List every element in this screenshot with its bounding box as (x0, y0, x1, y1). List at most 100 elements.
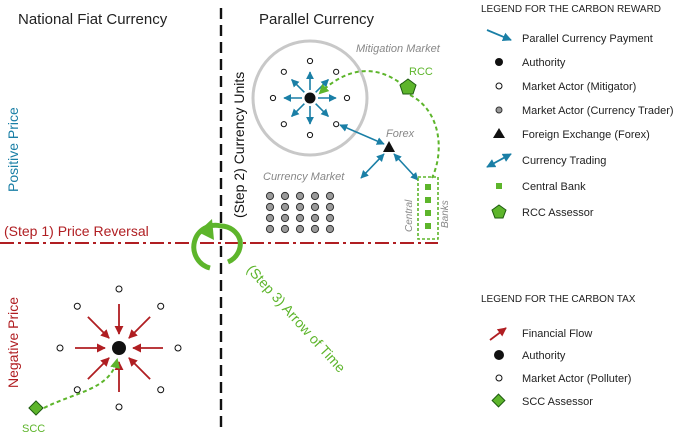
currency-market-grid (265, 191, 335, 234)
legend-reward-title: LEGEND FOR THE CARBON REWARD (481, 4, 661, 15)
legend-payment-icon (486, 29, 512, 42)
currency-trader-node (325, 191, 335, 201)
financial-flow-arrow (128, 316, 151, 339)
mitigator-node (306, 131, 314, 139)
currency-trader-node (295, 202, 305, 212)
mitigation-market-circle (251, 39, 369, 157)
currency-trader-node (280, 213, 290, 223)
mitigation-spokes (283, 71, 337, 125)
legend-mitigator-icon (495, 82, 503, 90)
currency-trader-node (310, 213, 320, 223)
central-bank-node (425, 210, 431, 216)
tax-financial-flows (75, 304, 163, 392)
mitigation-market-label: Mitigation Market (356, 43, 441, 55)
currency-trader-node (280, 191, 290, 201)
step3-rotation-arrow (191, 222, 243, 271)
legend-scc-assessor-icon (491, 393, 506, 408)
legend-tax-item-3: Market Actor (Polluter) (522, 373, 631, 385)
financial-flow-arrow (87, 316, 110, 339)
parallel-currency-heading: Parallel Currency (259, 11, 375, 28)
legend-authority-icon (495, 58, 503, 66)
legend-forex-icon (493, 128, 505, 138)
central-bank-box (417, 176, 439, 240)
currency-trader-node (325, 202, 335, 212)
payment-arrow (291, 79, 305, 93)
negative-price-label: Negative Price (5, 297, 21, 388)
scc-to-authority-link (43, 358, 121, 409)
currency-trader-node (265, 202, 275, 212)
central-label: Central (404, 199, 415, 232)
legend-tax-item-1: Financial Flow (522, 328, 592, 340)
polluter-node (157, 302, 165, 310)
legend-financial-flow-icon (489, 327, 507, 341)
financial-flow-arrow (128, 357, 151, 380)
tax-authority (112, 341, 126, 355)
legend-currency-trading-icon (486, 153, 512, 168)
legend-reward-item-5: Foreign Exchange (Forex) (522, 129, 650, 141)
mitigator-node (333, 121, 340, 128)
central-bank-node (425, 223, 431, 229)
mitigation-authority (304, 92, 316, 104)
legend-tax-item-4: SCC Assessor (522, 396, 593, 408)
currency-trader-node (325, 213, 335, 223)
legend-tax-authority-icon (494, 350, 504, 360)
central-bank-node (425, 197, 431, 203)
polluter-node (115, 285, 123, 293)
positive-price-label: Positive Price (5, 107, 21, 192)
currency-trader-node (310, 202, 320, 212)
currency-trader-node (280, 202, 290, 212)
forex-to-banks-arrow (393, 153, 419, 181)
legend-reward-item-4: Market Actor (Currency Trader) (522, 105, 674, 117)
mitigator-node (333, 68, 340, 75)
legend-reward-item-6: Currency Trading (522, 155, 606, 167)
legend-reward-item-7: Central Bank (522, 181, 586, 193)
currency-market-label: Currency Market (263, 171, 345, 183)
mitigation-actors (269, 57, 351, 139)
central-bank-squares (425, 184, 431, 229)
mitigator-node (343, 94, 351, 102)
mitigator-node (269, 94, 277, 102)
step3-arrowhead (198, 219, 214, 240)
step2-label: (Step 2) Currency Units (231, 72, 247, 218)
payment-arrow (315, 103, 329, 117)
legend-tax-item-2: Authority (522, 350, 566, 362)
rcc-to-authority-link (318, 70, 405, 95)
polluter-node (56, 344, 64, 352)
currency-trader-node (265, 224, 275, 234)
forex-label: Forex (386, 128, 415, 140)
financial-flow-arrow (87, 357, 110, 380)
currency-trader-node (310, 191, 320, 201)
step3-label: (Step 3) Arrow of Time (244, 261, 349, 375)
forex-icon (383, 141, 395, 152)
polluter-node (115, 403, 123, 411)
legend-reward-item-8: RCC Assessor (522, 207, 594, 219)
legend-central-bank-icon (496, 183, 502, 189)
scc-assessor-icon (28, 400, 44, 416)
currency-trader-node (295, 191, 305, 201)
central-bank-node (425, 184, 431, 190)
rcc-label: RCC (409, 66, 433, 78)
mitigator-node (306, 57, 314, 65)
polluter-node (73, 386, 81, 394)
forex-to-currency-arrow (360, 153, 385, 179)
tax-polluters (56, 285, 182, 411)
rcc-to-banks-link (409, 94, 440, 179)
mitigator-node (280, 121, 287, 128)
legend-polluter-icon (495, 374, 503, 382)
legend-reward-item-1: Parallel Currency Payment (522, 33, 653, 45)
legend-tax-title: LEGEND FOR THE CARBON TAX (481, 294, 636, 305)
scc-label: SCC (22, 423, 45, 435)
payment-arrow (291, 103, 305, 117)
polluter-node (174, 344, 182, 352)
forex-to-mitigation-arrow (339, 124, 385, 145)
mitigator-node (280, 68, 287, 75)
step1-label: (Step 1) Price Reversal (4, 223, 149, 239)
legend-reward-item-3: Market Actor (Mitigator) (522, 81, 636, 93)
currency-trader-node (325, 224, 335, 234)
polluter-node (73, 302, 81, 310)
currency-trader-node (265, 191, 275, 201)
banks-label: Banks (440, 200, 451, 228)
currency-trader-node (280, 224, 290, 234)
legend-reward-item-2: Authority (522, 57, 566, 69)
